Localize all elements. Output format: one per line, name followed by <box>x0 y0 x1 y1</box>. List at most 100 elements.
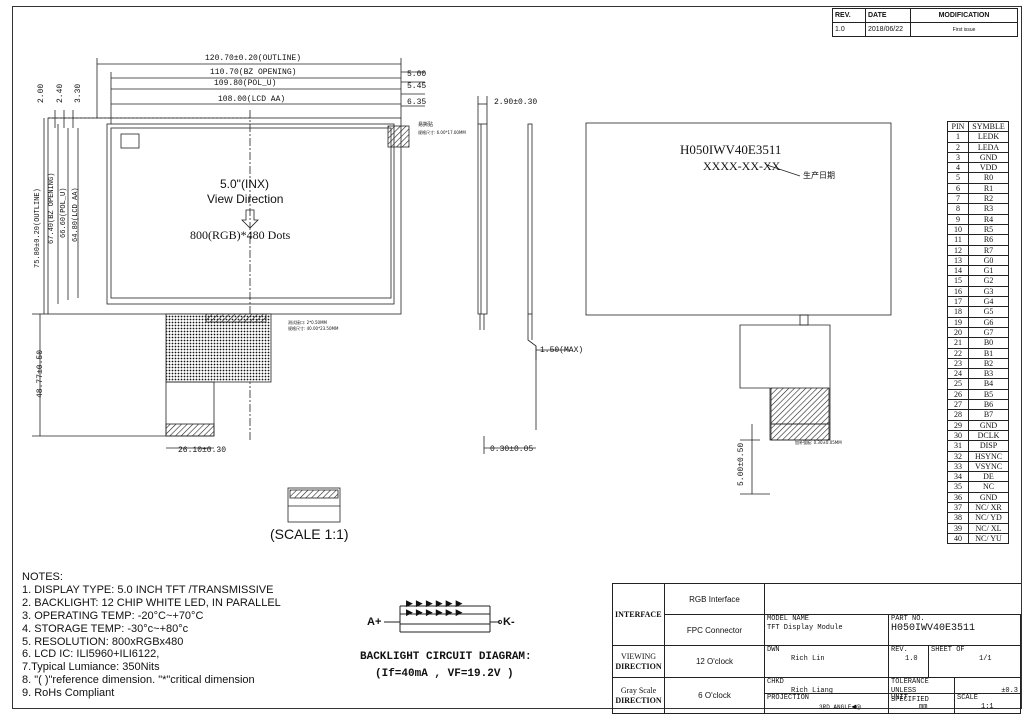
notes-block: NOTES: 1. DISPLAY TYPE: 5.0 INCH TFT /TR… <box>22 571 281 700</box>
pin-symbol: B3 <box>968 368 1009 380</box>
pin-number: 6 <box>947 182 969 195</box>
pin-header: PIN <box>947 120 969 133</box>
front-fpc-pins <box>165 423 215 437</box>
pin-number: 29 <box>947 419 969 431</box>
backlight-anode: A+ <box>367 616 382 628</box>
title-block: INTERFACE RGB Interface FPC Connector MO… <box>612 583 1021 714</box>
viewing-value: 12 O'clock <box>664 645 765 678</box>
back-date-note: 生产日期 <box>803 171 835 180</box>
note-item: 5. RESOLUTION: 800xRGBx480 <box>22 635 184 648</box>
dim-fpc-thickness: 1.50(MAX) <box>540 346 584 355</box>
pin-number: 39 <box>947 522 969 534</box>
pin-symbol: VSYNC <box>968 460 1009 473</box>
dim-top-240: 2.40 <box>56 83 65 103</box>
pin-number: 14 <box>947 265 969 277</box>
dim-offset-635: 6.35 <box>407 98 427 107</box>
back-date-code: XXXX-XX-XX <box>703 159 781 173</box>
pin-symbol: G5 <box>968 306 1009 318</box>
pin-symbol: G0 <box>968 254 1009 267</box>
dim-top-330: 3.30 <box>74 83 83 103</box>
pin-number: 5 <box>947 172 969 184</box>
pin-symbol: LEDA <box>968 141 1009 153</box>
part-no-cell: PART NO.H050IWV40E3511 <box>888 614 1021 646</box>
pin-number: 32 <box>947 450 969 462</box>
pin-number: 8 <box>947 203 969 215</box>
led-array: ▶▶▶▶▶▶▶▶▶▶▶▶ <box>406 599 466 618</box>
dim-thickness: 2.90±0.30 <box>494 98 538 107</box>
notes-title: NOTES: <box>22 571 63 583</box>
pin-symbol: B2 <box>968 357 1009 370</box>
rev-title-cell: REV.1.0 <box>888 645 929 678</box>
label-sticker-note: 易撕贴 <box>418 122 434 128</box>
back-fpc-note: 加补强板: 0.30±0.05MM <box>795 440 842 445</box>
pin-number: 30 <box>947 429 969 442</box>
pin-number: 10 <box>947 223 969 236</box>
pin-number: 16 <box>947 285 969 298</box>
pin-number: 36 <box>947 491 969 503</box>
note-item: 1. DISPLAY TYPE: 5.0 INCH TFT /TRANSMISS… <box>22 583 274 596</box>
pin-symbol: G6 <box>968 316 1009 328</box>
interface-label: INTERFACE <box>612 583 665 646</box>
pin-number: 34 <box>947 471 969 483</box>
pin-number: 15 <box>947 275 969 287</box>
pin-number: 27 <box>947 399 969 411</box>
note-item: 6. LCD IC: ILI5960+ILI6122, <box>22 648 160 661</box>
pin-number: 11 <box>947 234 969 246</box>
pin-number: 22 <box>947 347 969 359</box>
pin-number: 3 <box>947 151 969 164</box>
dim-bz-opening-width: 110.70(BZ OPENING) <box>210 68 297 77</box>
backlight-params: (If=40mA , VF=19.2V ) <box>375 668 514 680</box>
pin-symbol: B7 <box>968 409 1009 421</box>
symbol-header: SYMBLE <box>968 120 1009 133</box>
side-view-body <box>477 123 488 315</box>
interface-fpc: FPC Connector <box>664 614 765 646</box>
note-item: 7.Typical Lumiance: 350Nits <box>22 661 160 674</box>
dim-offset-545: 5.45 <box>407 82 427 91</box>
pin-symbol: B0 <box>968 337 1009 349</box>
dim-top-200: 2.00 <box>37 83 46 103</box>
interface-rgb: RGB Interface <box>664 583 765 615</box>
backlight-title: BACKLIGHT CIRCUIT DIAGRAM: <box>360 651 532 663</box>
note-item: 3. OPERATING TEMP: -20°C~+70°C <box>22 609 204 622</box>
pin-symbol: R2 <box>968 193 1009 205</box>
pin-symbol: R3 <box>968 203 1009 215</box>
dim-total-height: 48.77±0.50 <box>36 349 45 398</box>
pin-number: 18 <box>947 306 969 318</box>
pin-symbol: NC <box>968 481 1009 493</box>
dim-pol-height: 66.60(POL_U) <box>60 187 68 238</box>
dim-pol-width: 109.80(POL_U) <box>214 79 277 88</box>
back-fpc-dim: 5.00±0.50 <box>737 442 746 486</box>
pin-symbol: G1 <box>968 265 1009 277</box>
pin-symbol: R0 <box>968 172 1009 184</box>
dim-fpc-width: 26.10±0.30 <box>178 446 227 455</box>
pin-symbol: B4 <box>968 378 1009 390</box>
pin-number: 40 <box>947 532 969 545</box>
front-fpc <box>165 313 272 383</box>
pin-symbol: R1 <box>968 182 1009 195</box>
pin-symbol: NC/ XR <box>968 501 1009 514</box>
dim-lcd-aa-width: 108.00(LCD AA) <box>218 95 286 104</box>
pin-symbol: GND <box>968 419 1009 431</box>
